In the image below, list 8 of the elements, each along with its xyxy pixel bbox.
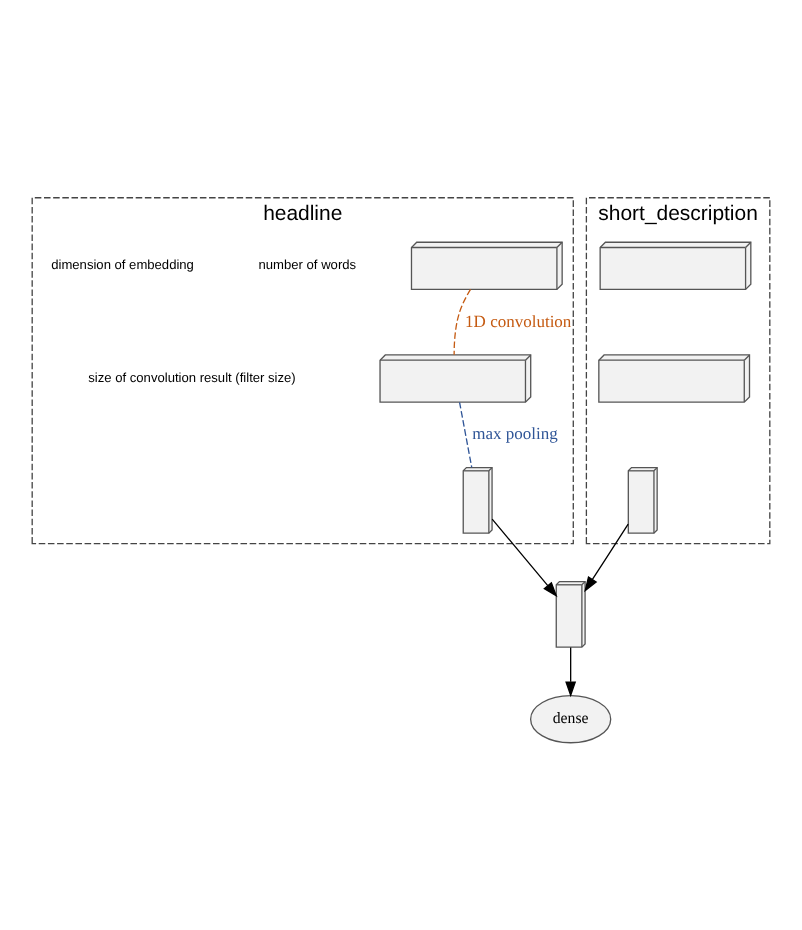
arrow (565, 646, 577, 698)
edge-label: max pooling (472, 423, 558, 444)
arrow (584, 523, 629, 593)
arrow (491, 518, 558, 598)
edge-label: 1D convolution (465, 310, 572, 331)
cluster: short_description (585, 197, 771, 545)
connector (458, 401, 473, 468)
connector (453, 288, 472, 356)
